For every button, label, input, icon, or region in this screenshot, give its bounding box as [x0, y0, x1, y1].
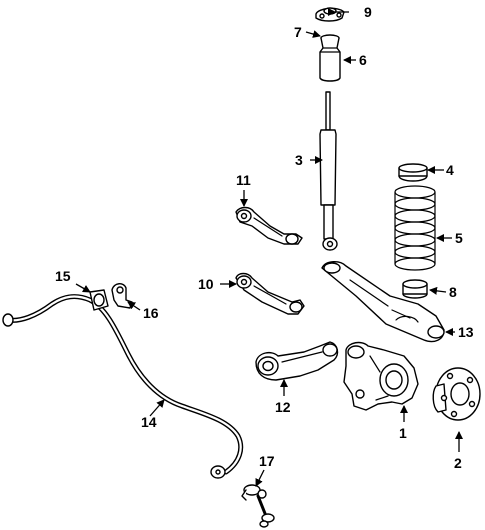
part-14-stabilizer-bar[interactable] [2, 294, 244, 479]
part-8-spring-seat[interactable] [402, 279, 428, 299]
part-2-wheel-hub[interactable] [432, 367, 481, 421]
part-11-upper-control-arm[interactable] [235, 206, 303, 245]
part-1-steering-knuckle[interactable] [343, 341, 419, 411]
part-13-lower-control-arm[interactable] [321, 261, 445, 343]
callout-14: 14 [141, 414, 157, 430]
callout-5: 5 [455, 230, 463, 246]
part-4-spring-insulator[interactable] [398, 163, 428, 182]
callout-7: 7 [294, 24, 302, 40]
callout-leaders [75, 8, 463, 487]
callout-3: 3 [295, 152, 303, 168]
callout-11: 11 [236, 172, 251, 188]
callout-10: 10 [198, 276, 214, 292]
callout-17: 17 [259, 453, 275, 469]
part-6-dust-boot[interactable] [319, 34, 341, 82]
callout-labels: 1 2 3 4 5 6 7 8 9 10 11 12 13 14 15 16 1… [55, 4, 474, 471]
callout-6: 6 [359, 52, 367, 68]
part-17-stabilizer-link[interactable] [241, 484, 275, 528]
part-5-coil-spring[interactable] [394, 185, 436, 271]
part-15-stabilizer-bushing[interactable] [89, 289, 109, 311]
callout-16: 16 [143, 305, 159, 321]
callout-2: 2 [454, 455, 462, 471]
callout-12: 12 [275, 399, 291, 415]
callout-13: 13 [458, 324, 474, 340]
callout-4: 4 [446, 162, 454, 178]
part-12-trailing-arm[interactable] [255, 341, 339, 381]
part-3-shock-absorber[interactable] [319, 91, 338, 251]
part-9-strut-mount[interactable] [315, 7, 345, 22]
part-10-lateral-link[interactable] [235, 272, 305, 315]
callout-15: 15 [55, 268, 71, 284]
part-16-bushing-bracket[interactable] [111, 283, 133, 309]
callout-9: 9 [364, 4, 372, 20]
callout-8: 8 [449, 284, 457, 300]
callout-1: 1 [399, 425, 407, 441]
